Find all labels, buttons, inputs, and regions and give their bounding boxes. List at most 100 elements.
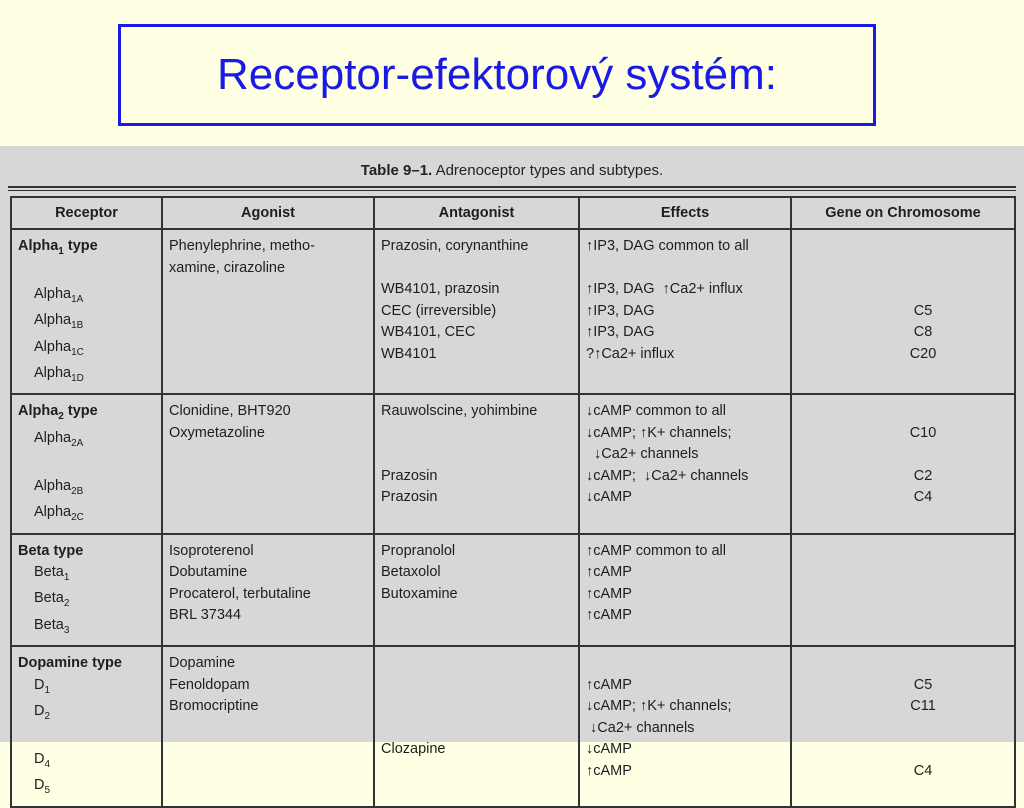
gene-line: C20 bbox=[909, 345, 937, 362]
agonist-line bbox=[169, 718, 367, 740]
gene-line: C4 bbox=[913, 762, 933, 779]
gene-line: C4 bbox=[913, 489, 933, 506]
agonist-line bbox=[169, 279, 367, 301]
effects-line: ↑cAMP bbox=[586, 676, 632, 693]
slide-title: Receptor-efektorový systém: bbox=[217, 50, 777, 99]
effects-line: ↑cAMP common to all bbox=[586, 542, 726, 559]
antagonist-line bbox=[381, 696, 572, 718]
gene-line: C8 bbox=[913, 324, 933, 340]
agonist-line: Procaterol, terbutaline bbox=[169, 585, 311, 602]
receptor-subtype: Beta1 bbox=[34, 564, 70, 583]
table-top-rule bbox=[8, 186, 1016, 191]
gene-line: C2 bbox=[913, 467, 933, 484]
receptor-subtype: Alpha2A bbox=[34, 429, 84, 449]
antagonist-line bbox=[381, 718, 572, 740]
effects-line: ↑IP3, DAG common to all bbox=[586, 238, 749, 254]
gene-line: C5 bbox=[913, 302, 933, 319]
cell-effects: ↓cAMP common to all↓cAMP; ↑K+ channels; … bbox=[578, 394, 792, 535]
effects-line: ↑cAMP bbox=[586, 607, 632, 624]
antagonist-line: Prazosin bbox=[381, 489, 438, 506]
antagonist-line: WB4101, CEC bbox=[381, 324, 476, 340]
agonist-line bbox=[169, 466, 367, 488]
antagonist-line: CEC (irreversible) bbox=[381, 302, 497, 319]
gene-line bbox=[798, 605, 1008, 627]
receptor-subtype: Beta2 bbox=[34, 590, 70, 610]
effects-line bbox=[586, 258, 784, 280]
receptor-subtype: D1 bbox=[34, 676, 51, 696]
receptor-subtype bbox=[18, 262, 155, 284]
table-header-row: Receptor Agonist Antagonist Effects Gene… bbox=[10, 196, 1016, 230]
agonist-line: Fenoldopam bbox=[169, 676, 250, 693]
antagonist-line bbox=[381, 761, 572, 783]
receptor-subtype: Alpha1D bbox=[34, 365, 84, 384]
title-box: Receptor-efektorový systém: bbox=[118, 24, 876, 126]
agonist-line: Dopamine bbox=[169, 655, 236, 672]
receptor-subtype bbox=[18, 454, 155, 476]
antagonist-line: Propranolol bbox=[381, 542, 456, 559]
gene-line bbox=[798, 739, 1008, 761]
table-scan: Table 9–1. Adrenoceptor types and subtyp… bbox=[0, 146, 1024, 808]
gene-line bbox=[798, 653, 1008, 675]
gene-line: C11 bbox=[910, 698, 936, 715]
effects-line: ↓cAMP bbox=[586, 489, 632, 506]
agonist-line: Dobutamine bbox=[169, 564, 248, 581]
antagonist-line: Rauwolscine, yohimbine bbox=[381, 403, 538, 420]
effects-line: ↑IP3, DAG ↑Ca2+ influx bbox=[586, 281, 743, 297]
antagonist-line: Prazosin, corynanthine bbox=[381, 238, 529, 254]
gene-line bbox=[798, 258, 1008, 280]
cell-effects: ↑cAMP common to all↑cAMP↑cAMP↑cAMP bbox=[578, 533, 792, 648]
agonist-line: Clonidine, BHT920 bbox=[169, 403, 291, 420]
receptor-type-heading: Alpha1 type bbox=[18, 238, 98, 257]
antagonist-line: WB4101, prazosin bbox=[381, 281, 500, 297]
agonist-line bbox=[169, 301, 367, 323]
table-caption-text: Adrenoceptor types and subtypes. bbox=[435, 162, 664, 179]
header-antagonist: Antagonist bbox=[373, 196, 580, 230]
header-gene: Gene on Chromosome bbox=[790, 196, 1016, 230]
receptor-type-heading: Beta type bbox=[18, 542, 84, 559]
effects-line: ↑cAMP bbox=[586, 762, 632, 779]
agonist-line: BRL 37344 bbox=[169, 607, 242, 624]
receptor-type-heading: Dopamine type bbox=[18, 655, 122, 672]
effects-line: ?↑Ca2+ influx bbox=[586, 345, 675, 362]
header-receptor: Receptor bbox=[10, 196, 163, 230]
receptor-subtype: D2 bbox=[34, 703, 51, 722]
effects-line: ↓cAMP common to all bbox=[586, 403, 726, 420]
agonist-line bbox=[169, 444, 367, 466]
cell-gene bbox=[790, 533, 1016, 648]
table-caption: Table 9–1. Adrenoceptor types and subtyp… bbox=[0, 162, 1024, 179]
header-agonist: Agonist bbox=[161, 196, 375, 230]
gene-line bbox=[798, 718, 1008, 740]
gene-line bbox=[798, 541, 1008, 563]
effects-line: ↑cAMP bbox=[586, 585, 632, 602]
receptor-subtype: D4 bbox=[34, 750, 51, 770]
effects-line: ↓cAMP; ↑K+ channels; bbox=[586, 424, 732, 441]
antagonist-line: WB4101 bbox=[381, 345, 437, 362]
antagonist-line: Clozapine bbox=[381, 741, 446, 758]
receptor-subtype: Alpha1A bbox=[34, 285, 84, 305]
antagonist-line bbox=[381, 258, 572, 280]
antagonist-line bbox=[381, 423, 572, 445]
agonist-line: Phenylephrine, metho- bbox=[169, 238, 315, 254]
receptor-subtype: Beta3 bbox=[34, 616, 70, 636]
effects-line: ↓cAMP bbox=[586, 741, 632, 758]
cell-effects: ↑IP3, DAG common to all ↑IP3, DAG ↑Ca2+ … bbox=[578, 229, 792, 396]
cell-antagonist: Clozapine bbox=[373, 646, 580, 808]
gene-line bbox=[798, 562, 1008, 584]
antagonist-line bbox=[381, 675, 572, 697]
agonist-line: Bromocriptine bbox=[169, 698, 259, 715]
agonist-line: Oxymetazoline bbox=[169, 424, 265, 441]
gene-line bbox=[798, 444, 1008, 466]
